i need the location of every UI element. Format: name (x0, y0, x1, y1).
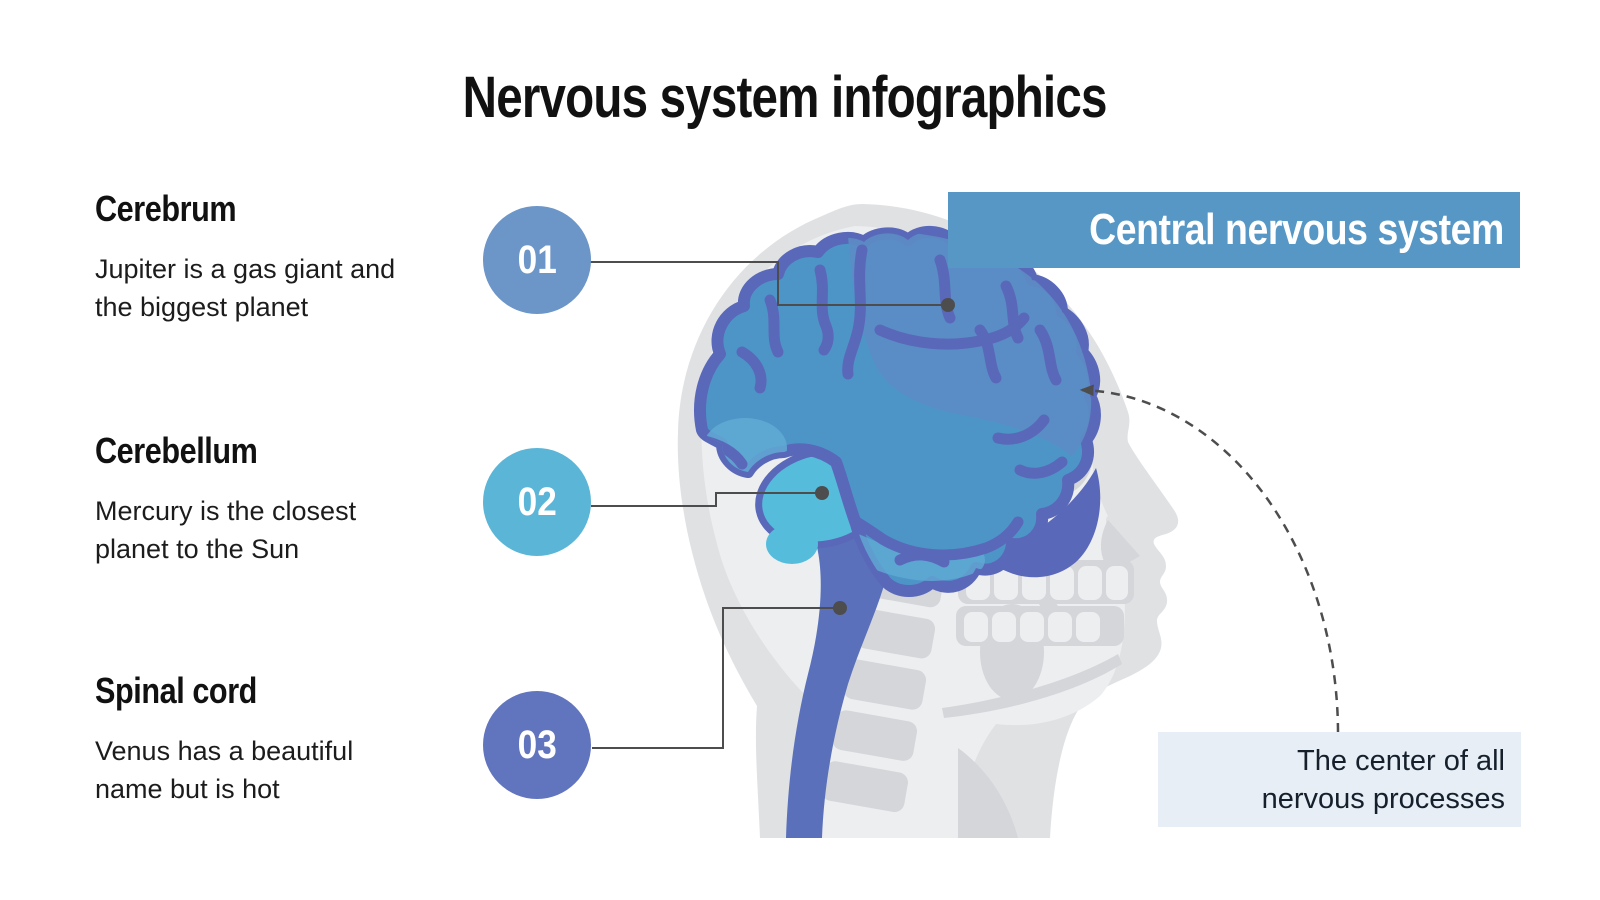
connector-line-03 (592, 607, 840, 749)
spinal-cord (786, 490, 891, 838)
section-cerebrum: Cerebrum Jupiter is a gas giant and the … (95, 188, 425, 326)
banner-label: Central nervous system (1089, 205, 1504, 254)
section-heading: Spinal cord (95, 670, 257, 711)
connector-line-01 (590, 261, 948, 306)
section-description: Mercury is the closest planet to the Sun (95, 496, 357, 564)
step-circle-01: 01 (483, 206, 591, 314)
callout-text: The center of all nervous processes (1261, 744, 1505, 815)
connector-line-02 (591, 492, 822, 507)
step-circle-03: 03 (483, 691, 591, 799)
page-title: Nervous system infographics (0, 64, 1570, 131)
callout-box: The center of all nervous processes (1158, 732, 1521, 827)
step-number: 02 (517, 479, 557, 524)
connector-dots (815, 298, 955, 615)
section-description: Jupiter is a gas giant and the biggest p… (95, 254, 396, 322)
section-heading: Cerebellum (95, 430, 258, 471)
step-number: 01 (517, 237, 557, 282)
page-title-text: Nervous system infographics (463, 65, 1108, 130)
banner-central-nervous-system: Central nervous system (948, 192, 1520, 268)
step-circle-02: 02 (483, 448, 591, 556)
step-number: 03 (517, 722, 557, 767)
connector-lines (590, 261, 948, 749)
section-cerebellum: Cerebellum Mercury is the closest planet… (95, 430, 425, 568)
dot-cerebrum (941, 298, 955, 312)
dot-cerebellum (815, 486, 829, 500)
section-description: Venus has a beautiful name but is hot (95, 736, 354, 804)
section-spinal-cord: Spinal cord Venus has a beautiful name b… (95, 670, 425, 808)
section-heading: Cerebrum (95, 188, 237, 229)
dot-spinal-cord (833, 601, 847, 615)
